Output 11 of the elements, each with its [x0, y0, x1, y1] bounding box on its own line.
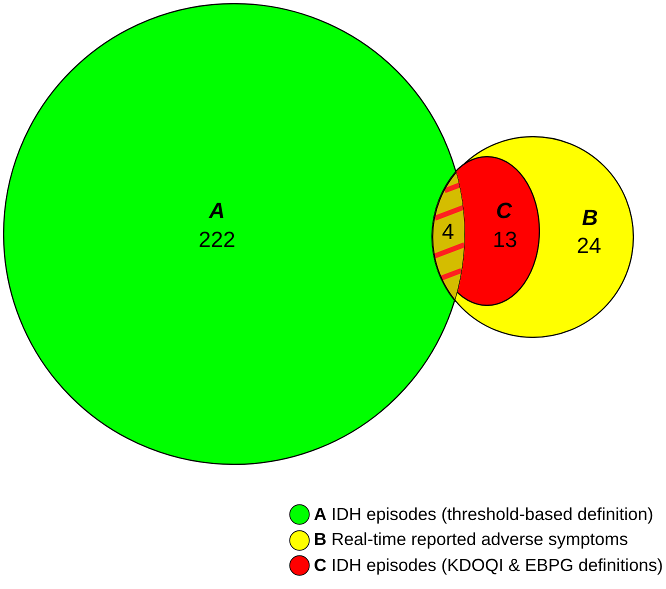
legend-text: B Real-time reported adverse symptoms — [314, 530, 628, 550]
count-value: 13 — [492, 229, 518, 251]
legend-text: C IDH episodes (KDOQI & EBPG definitions) — [314, 556, 663, 576]
count-value: 24 — [576, 235, 602, 257]
set-letter: A — [209, 200, 225, 222]
set-letter: C — [496, 200, 512, 222]
count-value: 222 — [198, 229, 236, 251]
set-letter: B — [582, 207, 598, 229]
count-value: 4 — [442, 220, 454, 243]
legend-text: A IDH episodes (threshold-based definition) — [314, 504, 654, 524]
venn-circle — [432, 136, 634, 338]
